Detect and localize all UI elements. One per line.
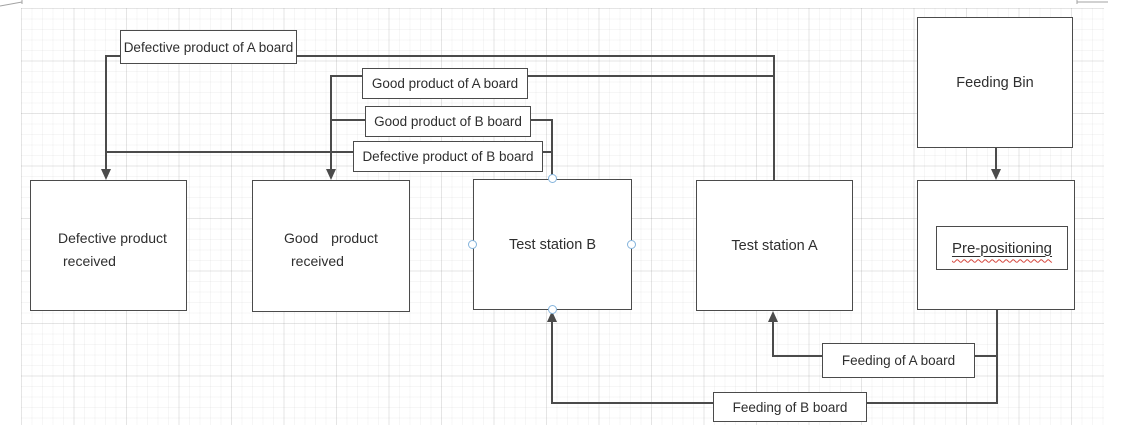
connector-label-text: Good product of A board	[371, 76, 519, 91]
shape-label: received	[291, 253, 344, 269]
connection-handle-bottom[interactable]	[548, 305, 557, 314]
page-corner-mark-left	[0, 0, 23, 7]
connector-label-text: Feeding of B board	[732, 399, 848, 415]
page-corner-mark-right	[1076, 0, 1108, 4]
connection-handle-top[interactable]	[548, 174, 557, 183]
connector-label-feeding-b-board[interactable]: Feeding of B board	[713, 392, 867, 422]
connector-label-text: Good product of B board	[374, 114, 522, 129]
shape-label: Defective product	[58, 230, 167, 246]
connection-handle-right[interactable]	[627, 240, 636, 249]
shape-good-product-received[interactable]: Good product received	[252, 180, 410, 312]
connector-label-text: Feeding of A board	[841, 353, 956, 368]
shape-test-station-b[interactable]: Test station B	[473, 179, 632, 310]
shape-label: Good product	[284, 230, 378, 246]
shape-feeding-bin[interactable]: Feeding Bin	[917, 17, 1073, 148]
connector-into-test-b-bottom-vsegment[interactable]	[551, 322, 553, 404]
connector-bin-to-prepositioning-vsegment[interactable]	[995, 148, 997, 170]
shape-label: Feeding Bin	[956, 74, 1034, 91]
connector-test-b-top-vsegment[interactable]	[551, 119, 553, 180]
shape-label: received	[63, 253, 116, 269]
connector-good-a-hsegment[interactable]	[330, 75, 775, 77]
connection-handle-left[interactable]	[468, 240, 477, 249]
connector-label-good-b-board[interactable]: Good product of B board	[365, 106, 531, 137]
connector-label-feeding-a-board[interactable]: Feeding of A board	[822, 343, 975, 378]
connector-defective-a-hsegment[interactable]	[105, 55, 775, 57]
connector-label-good-a-board[interactable]: Good product of A board	[362, 68, 528, 99]
connector-prepositioning-bottom-vsegment[interactable]	[996, 310, 998, 404]
arrowhead-into-test-station-b	[547, 311, 557, 322]
connector-test-a-top-vsegment[interactable]	[773, 55, 775, 181]
connector-label-defective-a-board[interactable]: Defective product of A board	[120, 30, 297, 64]
arrowhead-into-good-received	[326, 169, 336, 180]
shape-label: Test station B	[508, 236, 597, 253]
shape-label: Pre-positioning	[951, 239, 1053, 257]
connector-into-good-received-vsegment[interactable]	[330, 75, 332, 171]
arrowhead-into-pre-positioning	[991, 169, 1001, 180]
arrowhead-into-test-station-a	[768, 311, 778, 322]
shape-pre-positioning[interactable]: Pre-positioning	[917, 180, 1075, 310]
connector-into-defective-received-vsegment[interactable]	[105, 55, 107, 171]
pre-positioning-text-box[interactable]: Pre-positioning	[936, 226, 1068, 270]
connector-into-test-a-bottom-vsegment[interactable]	[772, 321, 774, 357]
shape-test-station-a[interactable]: Test station A	[696, 180, 853, 311]
connector-label-text: Defective product of A board	[123, 39, 294, 55]
shape-label: Test station A	[731, 237, 818, 254]
connector-label-defective-b-board[interactable]: Defective product of B board	[353, 141, 543, 172]
shape-defective-product-received[interactable]: Defective product received	[30, 180, 187, 311]
connector-label-text: Defective product of B board	[362, 149, 534, 164]
connector-defective-b-hsegment[interactable]	[105, 151, 553, 153]
arrowhead-into-defective-received	[101, 169, 111, 180]
spellcheck-squiggle: Pre-positioning	[952, 240, 1052, 257]
